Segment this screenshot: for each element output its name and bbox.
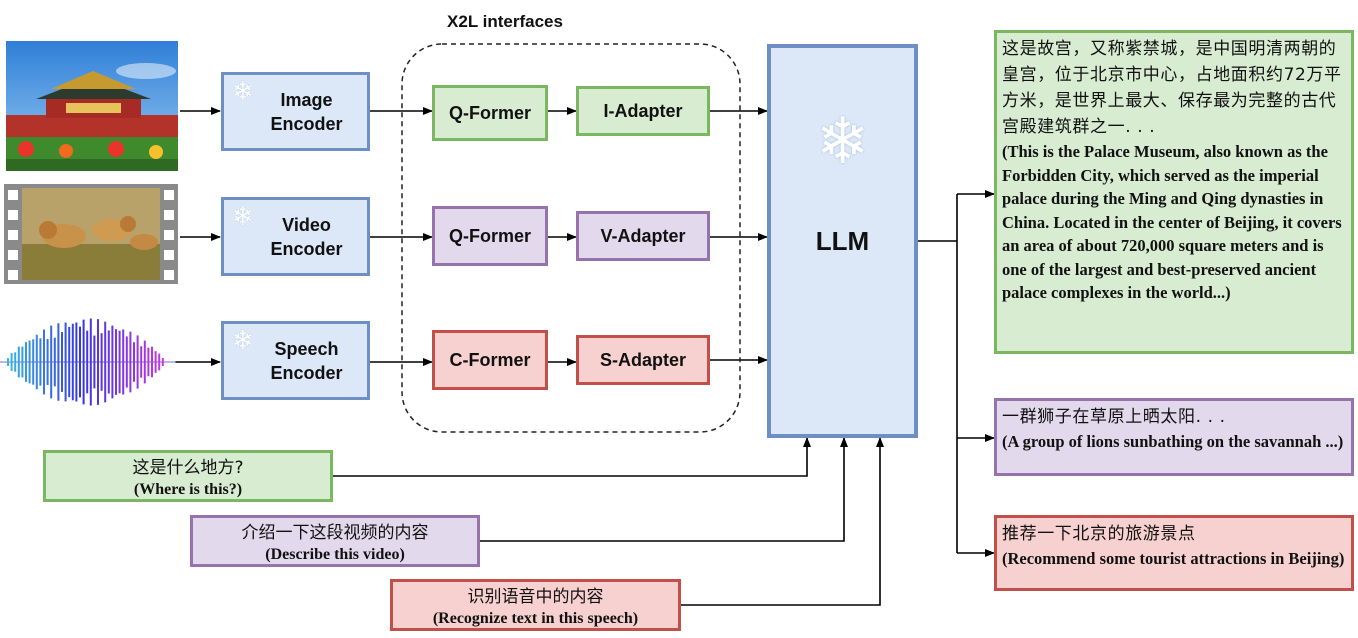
query-video-en: (Describe this video): [265, 546, 405, 563]
speech-c-former: C-Former: [432, 330, 548, 390]
speech-encoder-label: Speech Encoder: [270, 338, 343, 383]
query-speech: 识别语音中的内容 (Recognize text in this speech): [390, 579, 681, 631]
output-speech: 推荐一下北京的旅游景点 (Recommend some tourist attr…: [994, 515, 1354, 591]
output-image-en: (This is the Palace Museum, also known a…: [1002, 142, 1342, 302]
output-video-en: (A group of lions sunbathing on the sava…: [1002, 432, 1344, 451]
lions-video: [4, 184, 178, 284]
snowflake-icon: ❄: [232, 325, 254, 355]
output-speech-zh: 推荐一下北京的旅游景点: [1002, 524, 1196, 544]
query-video: 介绍一下这段视频的内容 (Describe this video): [190, 515, 480, 567]
palace-image: [6, 41, 178, 171]
snowflake-icon: ❄: [232, 201, 254, 231]
output-image-zh: 这是故宫，又称紫禁城，是中国明清两朝的皇宫，位于北京市中心，占地面积约72万平方…: [1002, 39, 1342, 137]
output-speech-en: (Recommend some tourist attractions in B…: [1002, 549, 1345, 568]
video-encoder: ❄ Video Encoder: [221, 197, 370, 276]
query-image-en: (Where is this?): [133, 481, 243, 498]
query-image-zh: 这是什么地方?: [132, 458, 244, 478]
speech-adapter: S-Adapter: [576, 335, 710, 385]
snowflake-icon: ❄: [232, 76, 254, 106]
image-adapter: I-Adapter: [576, 86, 710, 136]
x2l-title: X2L interfaces: [447, 12, 563, 31]
query-speech-en: (Recognize text in this speech): [432, 610, 639, 627]
query-video-zh: 介绍一下这段视频的内容: [241, 523, 429, 543]
speech-waveform: [0, 315, 176, 409]
video-adapter: V-Adapter: [576, 211, 710, 261]
query-speech-zh: 识别语音中的内容: [467, 587, 604, 607]
snowflake-icon: ❄: [815, 105, 870, 177]
query-image: 这是什么地方? (Where is this?): [43, 450, 333, 502]
video-encoder-label: Video Encoder: [270, 214, 343, 259]
image-encoder-label: Image Encoder: [270, 89, 343, 134]
llm-label: LLM: [815, 225, 870, 256]
video-q-former: Q-Former: [432, 206, 548, 266]
image-encoder: ❄ Image Encoder: [221, 72, 370, 151]
image-q-former: Q-Former: [432, 85, 548, 141]
output-video-zh: 一群狮子在草原上晒太阳. . .: [1002, 407, 1226, 427]
speech-encoder: ❄ Speech Encoder: [221, 321, 370, 400]
output-image: 这是故宫，又称紫禁城，是中国明清两朝的皇宫，位于北京市中心，占地面积约72万平方…: [994, 30, 1354, 354]
output-video: 一群狮子在草原上晒太阳. . . (A group of lions sunba…: [994, 398, 1354, 476]
llm-block: ❄ LLM: [767, 44, 918, 438]
